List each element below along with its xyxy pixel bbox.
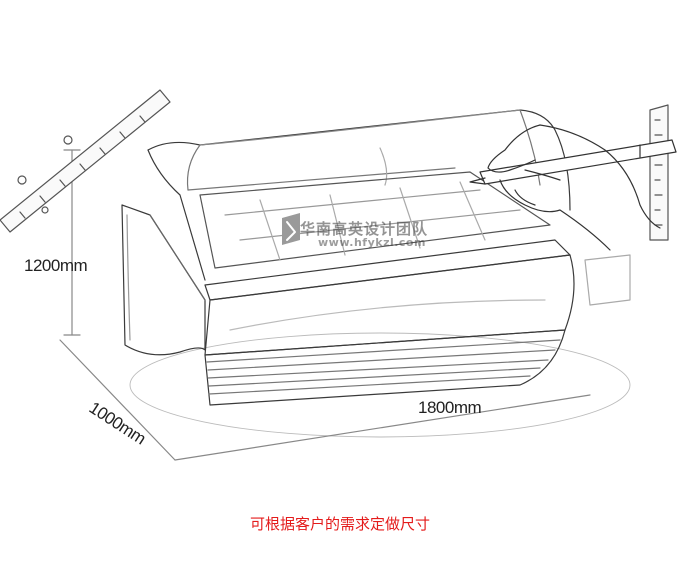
height-dimension-label: 1200mm <box>24 256 88 275</box>
width-dimension-label: 1800mm <box>418 398 482 417</box>
ruler-right <box>584 104 669 306</box>
front-rail <box>204 239 571 301</box>
watermark-text: 华南高英设计团队 <box>300 220 429 238</box>
watermark-logo <box>282 213 300 245</box>
depth-guide <box>59 339 176 461</box>
ruler-left <box>0 89 171 233</box>
watermark-url: www.hfykzl.com <box>318 236 426 249</box>
custom-size-caption: 可根据客户的需求定做尺寸 <box>249 515 430 533</box>
floor-ellipse <box>129 332 631 438</box>
width-guide <box>174 394 591 461</box>
hand-with-pencil <box>469 124 677 251</box>
front-panel <box>204 254 575 356</box>
tray-area <box>199 171 551 269</box>
base <box>204 329 566 406</box>
glass-hood <box>147 109 571 211</box>
